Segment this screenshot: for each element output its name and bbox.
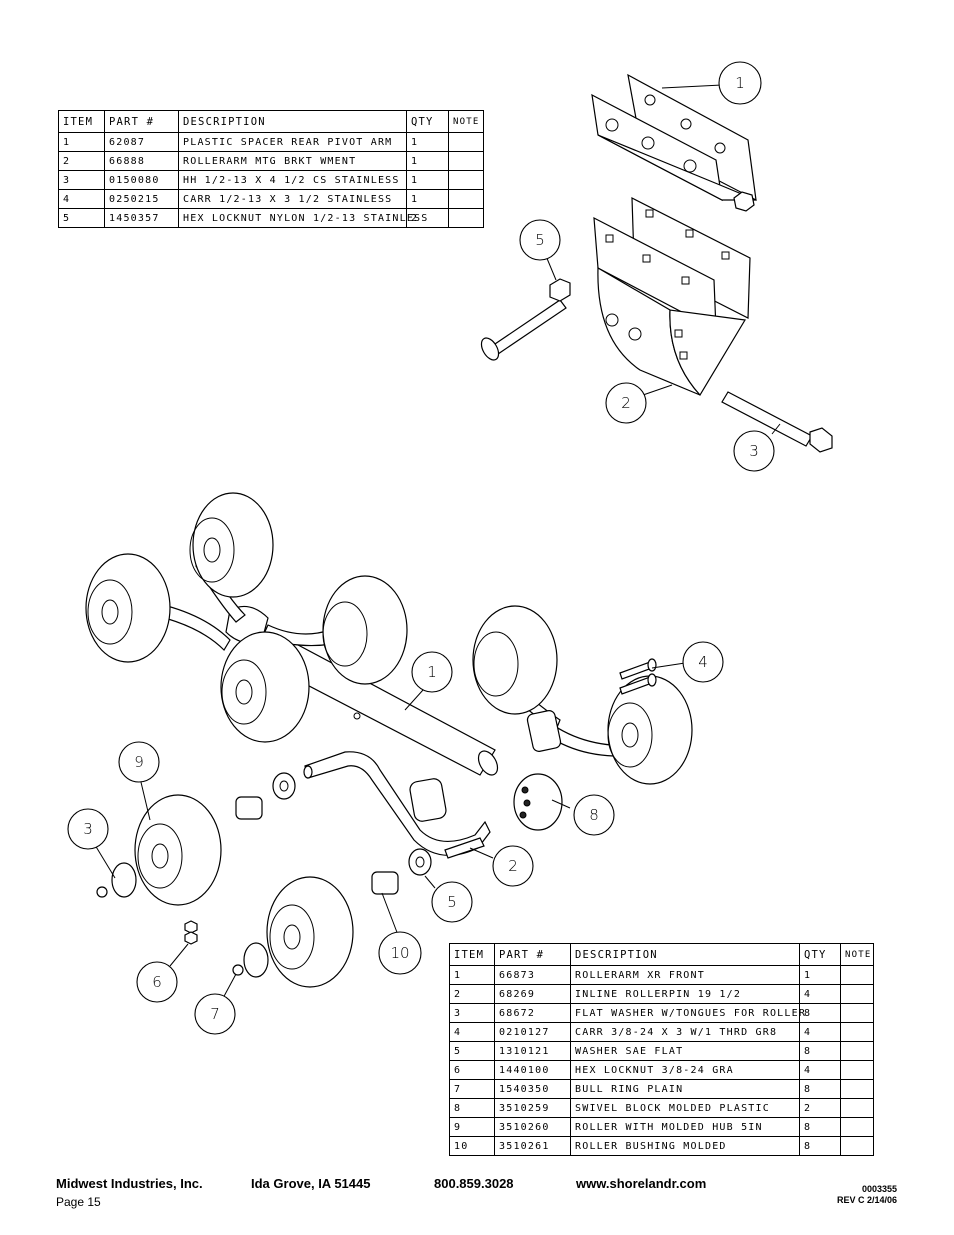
callout-bottom-6: 6 <box>136 961 178 1003</box>
callout-label: 4 <box>698 653 708 671</box>
footer-page-number: Page 15 <box>56 1195 101 1209</box>
flat-washer-tongues <box>111 862 137 898</box>
cell-description: HEX LOCKNUT NYLON 1/2-13 STAINLESS <box>178 208 427 228</box>
bull-ring <box>96 886 108 898</box>
cell-note <box>840 1136 874 1156</box>
callout-bottom-3: 3 <box>67 808 109 850</box>
hex-head-bolt <box>721 391 833 453</box>
roller-bushing <box>371 871 399 895</box>
callout-top-2: 2 <box>605 382 647 424</box>
cell-note <box>448 208 484 228</box>
inline-rollerpin <box>303 751 491 859</box>
hex-locknuts <box>184 920 198 945</box>
callout-label: 8 <box>589 806 599 824</box>
callout-label: 5 <box>447 893 457 911</box>
callout-label: 3 <box>749 442 759 460</box>
cell-part: 3510261 <box>494 1136 571 1156</box>
callout-bottom-5: 5 <box>431 881 473 923</box>
footer-revision: REV C 2/14/06 <box>836 1195 897 1205</box>
swivel-block <box>513 773 563 831</box>
callout-bottom-1: 1 <box>411 651 453 693</box>
roller-wheel <box>220 631 310 743</box>
callout-label: 10 <box>390 944 409 962</box>
roller-wheel <box>189 492 274 598</box>
flat-washer <box>408 848 432 876</box>
bull-ring <box>232 964 244 976</box>
callout-top-3: 3 <box>733 430 775 472</box>
flat-washer <box>272 772 296 800</box>
callout-bottom-4: 4 <box>682 641 724 683</box>
footer-website: www.shorelandr.com <box>576 1176 707 1191</box>
callout-bottom-7: 7 <box>194 993 236 1035</box>
callout-label: 5 <box>535 231 545 249</box>
roller-wheel <box>85 553 171 663</box>
header-part: PART # <box>494 943 571 966</box>
footer-location: Ida Grove, IA 51445 <box>251 1176 371 1191</box>
flat-washer-tongues <box>243 942 269 978</box>
top-spacer-part <box>591 73 757 212</box>
roller-wheel <box>322 575 408 685</box>
callout-label: 2 <box>508 857 518 875</box>
callout-label: 3 <box>83 820 93 838</box>
callout-bottom-8: 8 <box>573 794 615 836</box>
top-callout-leaders <box>545 84 781 435</box>
top-bracket-part <box>593 197 751 396</box>
roller-wheel <box>266 876 354 988</box>
roller-bushing <box>235 796 263 820</box>
callout-label: 2 <box>621 394 631 412</box>
callout-label: 6 <box>152 973 162 991</box>
carriage-bolt <box>480 278 571 361</box>
callout-label: 7 <box>210 1005 220 1023</box>
roller-wheel <box>472 605 558 715</box>
callout-label: 1 <box>735 74 745 92</box>
callout-bottom-10: 10 <box>378 931 422 975</box>
roller-wheel <box>607 675 693 785</box>
cell-part: 1450357 <box>104 208 179 228</box>
roller-wheel-item-9 <box>134 794 222 906</box>
callout-top-5: 5 <box>519 219 561 261</box>
footer-doc-number: 0003355 <box>861 1184 897 1194</box>
callout-top-1: 1 <box>718 61 762 105</box>
callout-bottom-2: 2 <box>492 845 534 887</box>
footer-company: Midwest Industries, Inc. <box>56 1176 203 1191</box>
footer-phone: 800.859.3028 <box>434 1176 514 1191</box>
callout-label: 1 <box>427 663 437 681</box>
bottom-callout-leaders <box>94 662 686 1001</box>
callout-bottom-9: 9 <box>118 741 160 783</box>
callout-label: 9 <box>134 753 144 771</box>
